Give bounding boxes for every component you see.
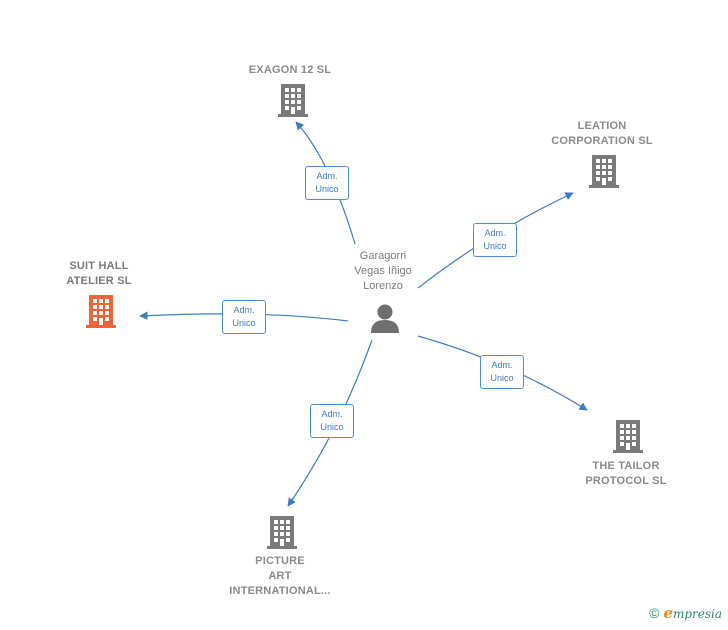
brand-logo: empresia [663, 604, 722, 622]
person-icon[interactable] [371, 304, 399, 334]
building-icon-exagon[interactable] [278, 84, 308, 117]
building-icon-suit-hall[interactable] [86, 295, 116, 328]
brand-footer[interactable]: ©empresia [649, 604, 722, 622]
building-icon-tailor[interactable] [613, 420, 643, 453]
company-label-exagon[interactable]: EXAGON 12 SL [248, 64, 332, 76]
relation-label-tailor[interactable]: Adm. Unico [480, 355, 524, 389]
relation-label-picture[interactable]: Adm. Unico [310, 404, 354, 438]
company-label-suit-hall[interactable]: SUIT HALL ATELIER SL [66, 260, 132, 287]
company-label-picture[interactable]: PICTURE ART INTERNATIONAL... [229, 555, 331, 597]
copyright-icon: © [649, 605, 660, 621]
building-icon-leation[interactable] [589, 155, 619, 188]
person-name[interactable]: Garagorri Vegas Iñigo Lorenzo [354, 250, 412, 292]
company-label-leation[interactable]: LEATION CORPORATION SL [551, 120, 653, 147]
relation-label-suit-hall[interactable]: Adm. Unico [222, 300, 266, 334]
relation-label-exagon[interactable]: Adm. Unico [305, 166, 349, 200]
relation-label-leation[interactable]: Adm. Unico [473, 223, 517, 257]
company-label-tailor[interactable]: THE TAILOR PROTOCOL SL [585, 460, 667, 487]
building-icon-picture[interactable] [267, 516, 297, 549]
